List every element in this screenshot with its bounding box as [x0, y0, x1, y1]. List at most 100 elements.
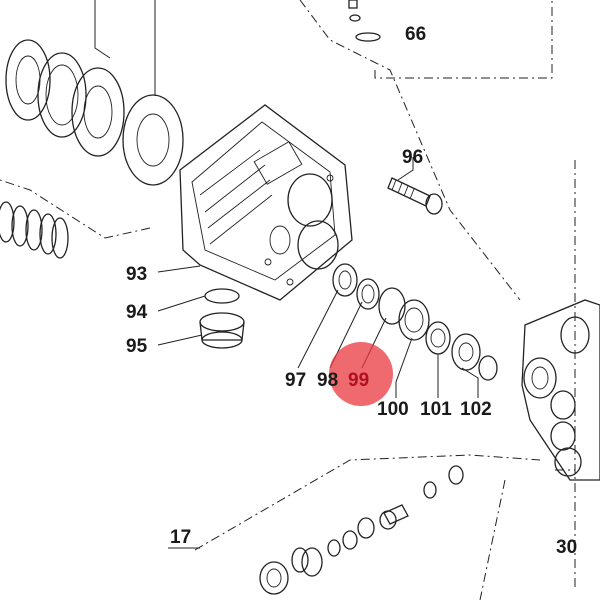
oring-94-ring	[204, 288, 240, 304]
part-66-nut	[349, 14, 361, 22]
fitting-oring-3	[301, 547, 323, 577]
housing-bore-2	[297, 220, 339, 270]
callout-66: 66	[405, 24, 426, 45]
axis-left	[0, 179, 151, 239]
plug-95-base	[201, 331, 243, 349]
seal-ring-inner	[15, 55, 41, 105]
oring-94	[204, 288, 240, 304]
seal-ring	[5, 39, 51, 121]
housing-bore-1	[287, 173, 333, 227]
ring-101-inner	[430, 328, 446, 348]
manifold-port-1-inner	[531, 366, 549, 390]
manifold-port-3	[550, 390, 576, 420]
fitting-stem	[383, 504, 409, 525]
callout-95: 95	[126, 336, 148, 357]
manifold-port-5	[554, 447, 582, 477]
seal-100	[398, 299, 430, 341]
fitting-nut	[259, 561, 289, 595]
spring-coil-4	[39, 213, 57, 255]
callout-94: 94	[126, 302, 148, 323]
axis-box-66	[374, 0, 553, 79]
fitting-ring-a	[448, 465, 464, 485]
axis-upper	[299, 0, 521, 301]
fittings-17-group	[259, 465, 464, 595]
callout-93: 93	[126, 264, 147, 285]
axis-lower	[194, 454, 541, 551]
seal-stack	[332, 263, 498, 381]
manifold-port-4	[550, 421, 576, 451]
seal-98-inner	[361, 284, 375, 304]
bearing-outer	[37, 52, 87, 138]
spring-coil-2	[11, 205, 29, 247]
part-66-stem	[348, 0, 358, 9]
fitting-stem-head	[379, 510, 397, 530]
housing-bore-3	[269, 225, 291, 255]
valve-102	[451, 333, 481, 371]
seal-98	[356, 278, 380, 310]
fitting-nut-inner	[266, 568, 282, 588]
spring-coil-3	[25, 209, 43, 251]
part-66-ring	[355, 32, 381, 42]
bearing-race	[45, 64, 79, 126]
callout-101: 101	[420, 399, 452, 420]
fitting-washer	[357, 517, 375, 539]
oring-99	[378, 287, 406, 325]
manifold-port-1	[523, 357, 557, 399]
housing-body	[191, 121, 336, 281]
highlight-marker	[329, 342, 393, 406]
callout-97: 97	[285, 370, 306, 391]
callout-98: 98	[317, 370, 338, 391]
leader-96	[397, 157, 414, 181]
leader-102	[461, 367, 479, 398]
spring-coil-1	[0, 201, 15, 243]
seal-97-inner	[338, 270, 352, 290]
pump-housing	[179, 104, 353, 301]
leader-100	[395, 337, 413, 398]
housing-bolt-2	[264, 258, 272, 266]
plug-95-body	[199, 321, 245, 341]
leader-95	[157, 334, 203, 346]
leader-bearing-top	[94, 0, 111, 59]
manifold-port-2	[560, 316, 590, 354]
housing-outline	[179, 104, 353, 301]
bolt-96-head	[425, 193, 443, 215]
bearing-shield-inner	[83, 85, 113, 139]
spring	[0, 201, 69, 259]
housing-fins	[199, 149, 273, 245]
leader-97	[297, 289, 339, 369]
parts-66-group	[348, 0, 381, 42]
housing-bolt-3	[286, 278, 294, 286]
seal-100-inner	[404, 307, 424, 333]
leader-94	[157, 295, 206, 312]
ring-101	[425, 321, 451, 355]
housing-bolt-1	[326, 174, 334, 182]
bearing-assembly	[5, 0, 184, 186]
plug-95-top	[199, 312, 245, 332]
valve-102-inner	[458, 342, 474, 362]
callout-102: 102	[460, 399, 492, 420]
plug-95	[199, 312, 245, 349]
manifold-30	[521, 299, 600, 481]
housing-window	[253, 141, 303, 185]
large-washer-hole	[136, 113, 170, 167]
callout-17: 17	[170, 527, 191, 548]
fitting-oring-4	[291, 547, 309, 573]
leader-93	[157, 265, 201, 273]
callout-30: 30	[556, 537, 577, 558]
fitting-oring-2	[327, 539, 341, 557]
fitting-oring-1	[342, 530, 358, 550]
manifold-outline	[521, 299, 600, 481]
axis-right-lower	[479, 479, 506, 600]
bearing-shield	[71, 67, 125, 157]
bolt-96-shaft	[387, 177, 431, 207]
bolt-96	[387, 177, 443, 215]
callout-labels: 66 96 93 94 95 97 98 99 100 101 102 17 3…	[126, 24, 577, 558]
bolt-96-thread	[391, 179, 415, 200]
large-washer	[122, 94, 184, 186]
callout-99: 99	[348, 370, 369, 391]
assembly-axes	[0, 0, 576, 600]
ring-102	[478, 355, 498, 381]
seal-97	[332, 263, 358, 297]
fitting-ring-b	[423, 481, 437, 499]
